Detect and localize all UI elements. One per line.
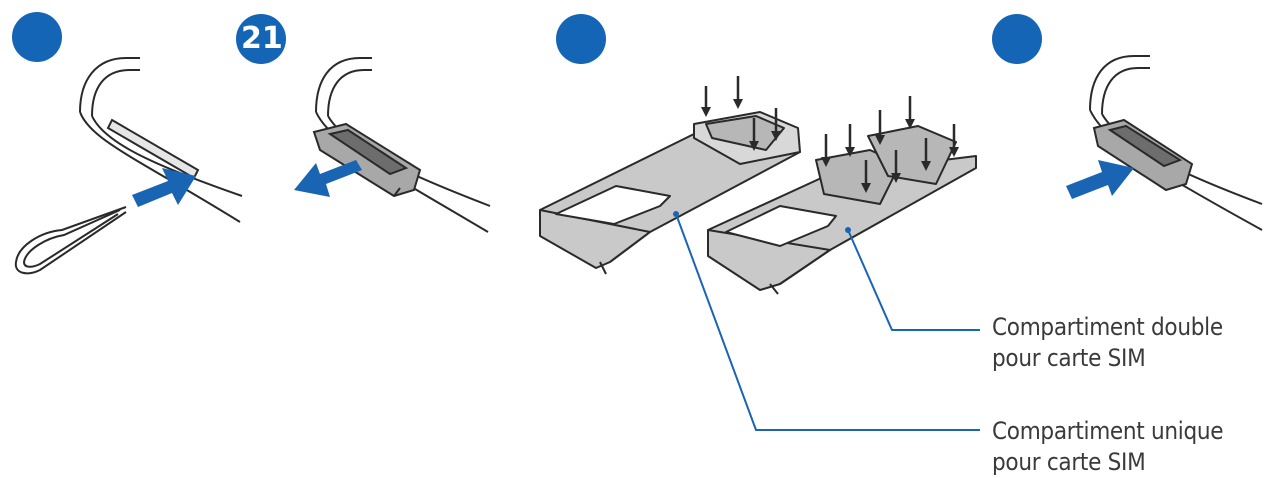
dual-tray-callout: Compartiment double pour carte SIM (992, 312, 1223, 374)
step-1-push-arrow (132, 168, 196, 207)
step-1-phone-edge (79, 57, 243, 223)
single-tray-leader-line (675, 213, 980, 431)
badge-2-crop-mask (286, 10, 302, 68)
step-4-tray (1092, 118, 1194, 192)
dual-tray-callout-line-2: pour carte SIM (992, 344, 1146, 372)
step-badge-2 (236, 14, 286, 64)
step-2-tray (312, 122, 422, 198)
single-tray-callout-line-1: Compartiment unique (992, 417, 1224, 445)
single-tray-callout-line-2: pour carte SIM (992, 448, 1146, 476)
dual-tray-callout-line-1: Compartiment double (992, 313, 1223, 341)
step-number-2: 21 (241, 21, 283, 56)
sim-insert-arrows (701, 76, 959, 193)
dual-tray-leader-line (847, 229, 980, 331)
step-badge-3 (556, 14, 606, 64)
dual-sim-tray (707, 125, 977, 295)
step-1-eject-pin (14, 206, 127, 275)
step-badge-1 (12, 12, 62, 62)
step-4-push-arrow (1066, 160, 1134, 199)
single-sim-tray (539, 111, 801, 275)
step-2-pull-arrow (294, 160, 362, 197)
step-badge-4 (992, 14, 1042, 64)
single-tray-callout: Compartiment unique pour carte SIM (992, 416, 1224, 478)
